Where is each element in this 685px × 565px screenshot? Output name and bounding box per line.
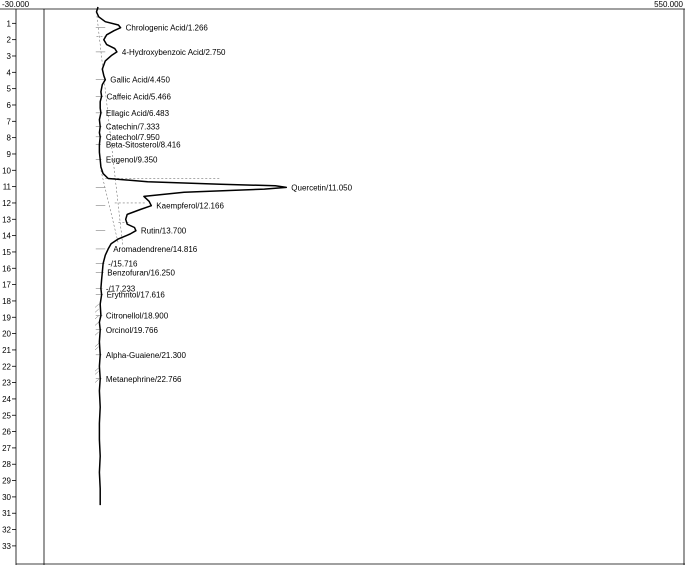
plot-frame	[0, 8, 685, 565]
peak-label: Alpha-Guaiene/21.300	[106, 351, 187, 360]
x-axis-max-label: 550.000	[654, 0, 683, 9]
y-tick-label: 17	[2, 281, 11, 290]
peak-label: Orcinol/19.766	[106, 326, 159, 335]
y-tick-label: 21	[2, 346, 11, 355]
peak-label: Beta-Sitosterol/8.416	[106, 140, 181, 149]
y-tick-label: 30	[2, 493, 11, 502]
y-tick-label: 6	[7, 101, 12, 110]
peak-label: Quercetin/11.050	[291, 183, 352, 192]
y-tick-label: 16	[2, 264, 11, 273]
y-tick-label: 7	[7, 117, 12, 126]
noise-marker	[94, 346, 99, 351]
peak-label: Eugenol/9.350	[106, 156, 158, 165]
noise-marker	[94, 379, 99, 383]
y-tick-label: 27	[2, 444, 11, 453]
peak-label: Aromadendrene/14.816	[113, 245, 198, 254]
x-axis-min-label: -30.000	[2, 0, 30, 9]
y-tick-label: 2	[7, 36, 12, 45]
peak-label: Kaempferol/12.166	[156, 202, 224, 211]
peak-label: Benzofuran/16.250	[107, 268, 175, 277]
y-tick-label: 31	[2, 509, 11, 518]
peak-labels: Chrologenic Acid/1.266 4-Hydroxybenzoic A…	[106, 24, 353, 384]
y-tick-label: 10	[2, 166, 11, 175]
peak-label: Gallic Acid/4.450	[110, 76, 170, 85]
y-tick-label: 32	[2, 526, 11, 535]
peak-label: Citronellol/18.900	[106, 312, 169, 321]
noise-marker	[94, 308, 99, 313]
peak-label: -/15.716	[108, 260, 138, 269]
noise-marker	[94, 321, 99, 326]
chromatogram-trace	[95, 6, 288, 506]
peak-label: Ellagic Acid/6.483	[106, 109, 170, 118]
peak-label: Metanephrine/22.766	[106, 375, 182, 384]
peak-label: Catechol/7.950	[106, 133, 160, 142]
peak-label: Erythritol/17.616	[107, 291, 166, 300]
time-axis: 1234567891011121314151617181920212223242…	[2, 19, 16, 551]
y-tick-label: 5	[7, 85, 12, 94]
y-tick-label: 15	[2, 248, 11, 257]
peak-label: Rutin/13.700	[141, 227, 187, 236]
peak-label: Caffeic Acid/5.466	[107, 92, 172, 101]
y-tick-label: 29	[2, 477, 11, 486]
baseline-dashed	[100, 170, 119, 244]
noise-marker	[94, 315, 99, 320]
y-tick-label: 3	[7, 52, 12, 61]
y-tick-label: 26	[2, 428, 11, 437]
y-tick-label: 13	[2, 215, 11, 224]
y-tick-label: 33	[2, 542, 11, 551]
y-tick-label: 1	[7, 19, 12, 28]
y-tick-label: 11	[3, 183, 12, 192]
peak-label: Catechin/7.333	[106, 123, 160, 132]
y-tick-label: 28	[2, 460, 11, 469]
y-tick-label: 14	[2, 232, 11, 241]
baseline-dashed	[96, 11, 124, 246]
noise-marker	[94, 367, 99, 372]
y-tick-label: 9	[7, 150, 12, 159]
y-tick-label: 25	[2, 411, 11, 420]
peak-label: Chrologenic Acid/1.266	[126, 24, 209, 33]
y-tick-label: 18	[2, 297, 11, 306]
y-tick-label: 24	[2, 395, 11, 404]
y-tick-label: 19	[2, 313, 11, 322]
y-tick-label: 8	[7, 134, 12, 143]
noise-marker	[94, 304, 99, 308]
y-tick-label: 4	[7, 68, 12, 77]
peak-label: -/17.233	[106, 284, 136, 293]
peak-label: 4-Hydroxybenzoic Acid/2.750	[122, 48, 226, 57]
trace-line	[95, 6, 288, 506]
y-tick-label: 22	[2, 362, 11, 371]
y-tick-label: 23	[2, 379, 11, 388]
noise-marker	[94, 343, 99, 347]
noise-marker	[94, 331, 99, 336]
y-tick-label: 12	[2, 199, 11, 208]
noise-marker	[94, 370, 99, 375]
y-tick-label: 20	[2, 330, 11, 339]
